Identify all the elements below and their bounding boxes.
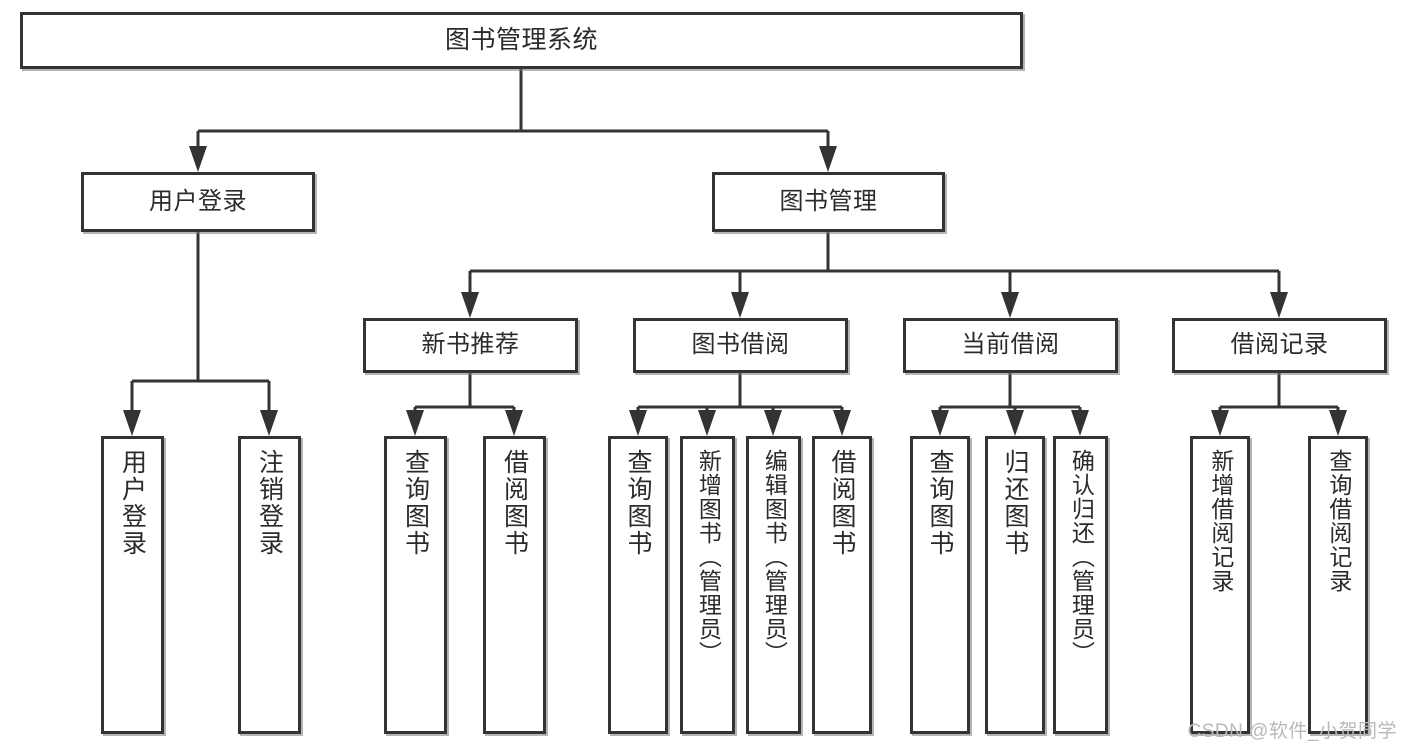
arrow-head-icon xyxy=(1001,292,1019,318)
arrow-head-icon xyxy=(931,410,949,436)
node-label: 查询图书 xyxy=(401,449,430,557)
node-leaf-new-1[interactable]: 查询图书 xyxy=(384,436,447,734)
node-borrow[interactable]: 图书借阅 xyxy=(633,318,848,373)
node-leaf-new-2[interactable]: 借阅图书 xyxy=(483,436,546,734)
node-label: 新增借阅记录 xyxy=(1207,449,1234,593)
node-label: 图书管理系统 xyxy=(444,25,598,54)
node-leaf-rec-1[interactable]: 新增借阅记录 xyxy=(1190,436,1250,734)
node-leaf-bor-4[interactable]: 借阅图书 xyxy=(812,436,872,734)
arrow-head-icon xyxy=(189,146,207,172)
node-label: 借阅记录 xyxy=(1230,331,1329,359)
node-label: 用户登录 xyxy=(118,449,147,557)
arrow-head-icon xyxy=(1211,410,1229,436)
arrow-head-icon xyxy=(1270,292,1288,318)
arrow-head-icon xyxy=(833,410,851,436)
node-label: 归还图书 xyxy=(1001,449,1029,557)
node-bookmgmt[interactable]: 图书管理 xyxy=(712,172,945,232)
arrow-head-icon xyxy=(731,292,749,318)
arrow-head-icon xyxy=(764,410,782,436)
node-leaf-login-1[interactable]: 用户登录 xyxy=(101,436,164,734)
node-label: 借阅图书 xyxy=(828,449,856,557)
node-leaf-login-2[interactable]: 注销登录 xyxy=(238,436,301,734)
arrow-head-icon xyxy=(819,146,837,172)
node-label: 确认归还（管理员） xyxy=(1068,449,1095,665)
node-leaf-bor-2[interactable]: 新增图书（管理员） xyxy=(680,436,735,734)
node-label: 当前借阅 xyxy=(961,331,1060,359)
arrow-head-icon xyxy=(698,410,716,436)
node-label: 查询图书 xyxy=(926,449,954,557)
node-leaf-cur-2[interactable]: 归还图书 xyxy=(985,436,1045,734)
arrow-head-icon xyxy=(1329,410,1347,436)
node-leaf-bor-3[interactable]: 编辑图书（管理员） xyxy=(746,436,801,734)
arrow-head-icon xyxy=(406,410,424,436)
arrow-head-icon xyxy=(461,292,479,318)
node-root[interactable]: 图书管理系统 xyxy=(20,12,1023,69)
node-label: 图书管理 xyxy=(779,187,878,215)
node-leaf-cur-3[interactable]: 确认归还（管理员） xyxy=(1053,436,1108,734)
node-leaf-rec-2[interactable]: 查询借阅记录 xyxy=(1308,436,1368,734)
arrow-head-icon xyxy=(629,410,647,436)
node-label: 新书推荐 xyxy=(421,331,520,359)
arrow-head-icon xyxy=(1006,410,1024,436)
arrow-layer xyxy=(123,146,1347,436)
node-leaf-bor-1[interactable]: 查询图书 xyxy=(608,436,668,734)
node-label: 借阅图书 xyxy=(500,449,529,557)
node-label: 查询图书 xyxy=(624,449,652,557)
node-leaf-cur-1[interactable]: 查询图书 xyxy=(910,436,970,734)
node-label: 编辑图书（管理员） xyxy=(761,449,788,665)
arrow-head-icon xyxy=(505,410,523,436)
arrow-head-icon xyxy=(123,410,141,436)
node-label: 用户登录 xyxy=(149,187,247,215)
node-records[interactable]: 借阅记录 xyxy=(1172,318,1387,373)
node-label: 图书借阅 xyxy=(691,331,790,359)
arrow-head-icon xyxy=(260,410,278,436)
node-current[interactable]: 当前借阅 xyxy=(903,318,1118,373)
node-login[interactable]: 用户登录 xyxy=(81,172,315,232)
node-newbook[interactable]: 新书推荐 xyxy=(363,318,578,373)
node-label: 查询借阅记录 xyxy=(1325,449,1352,593)
node-label: 注销登录 xyxy=(255,449,284,557)
node-label: 新增图书（管理员） xyxy=(695,449,722,665)
arrow-head-icon xyxy=(1071,410,1089,436)
